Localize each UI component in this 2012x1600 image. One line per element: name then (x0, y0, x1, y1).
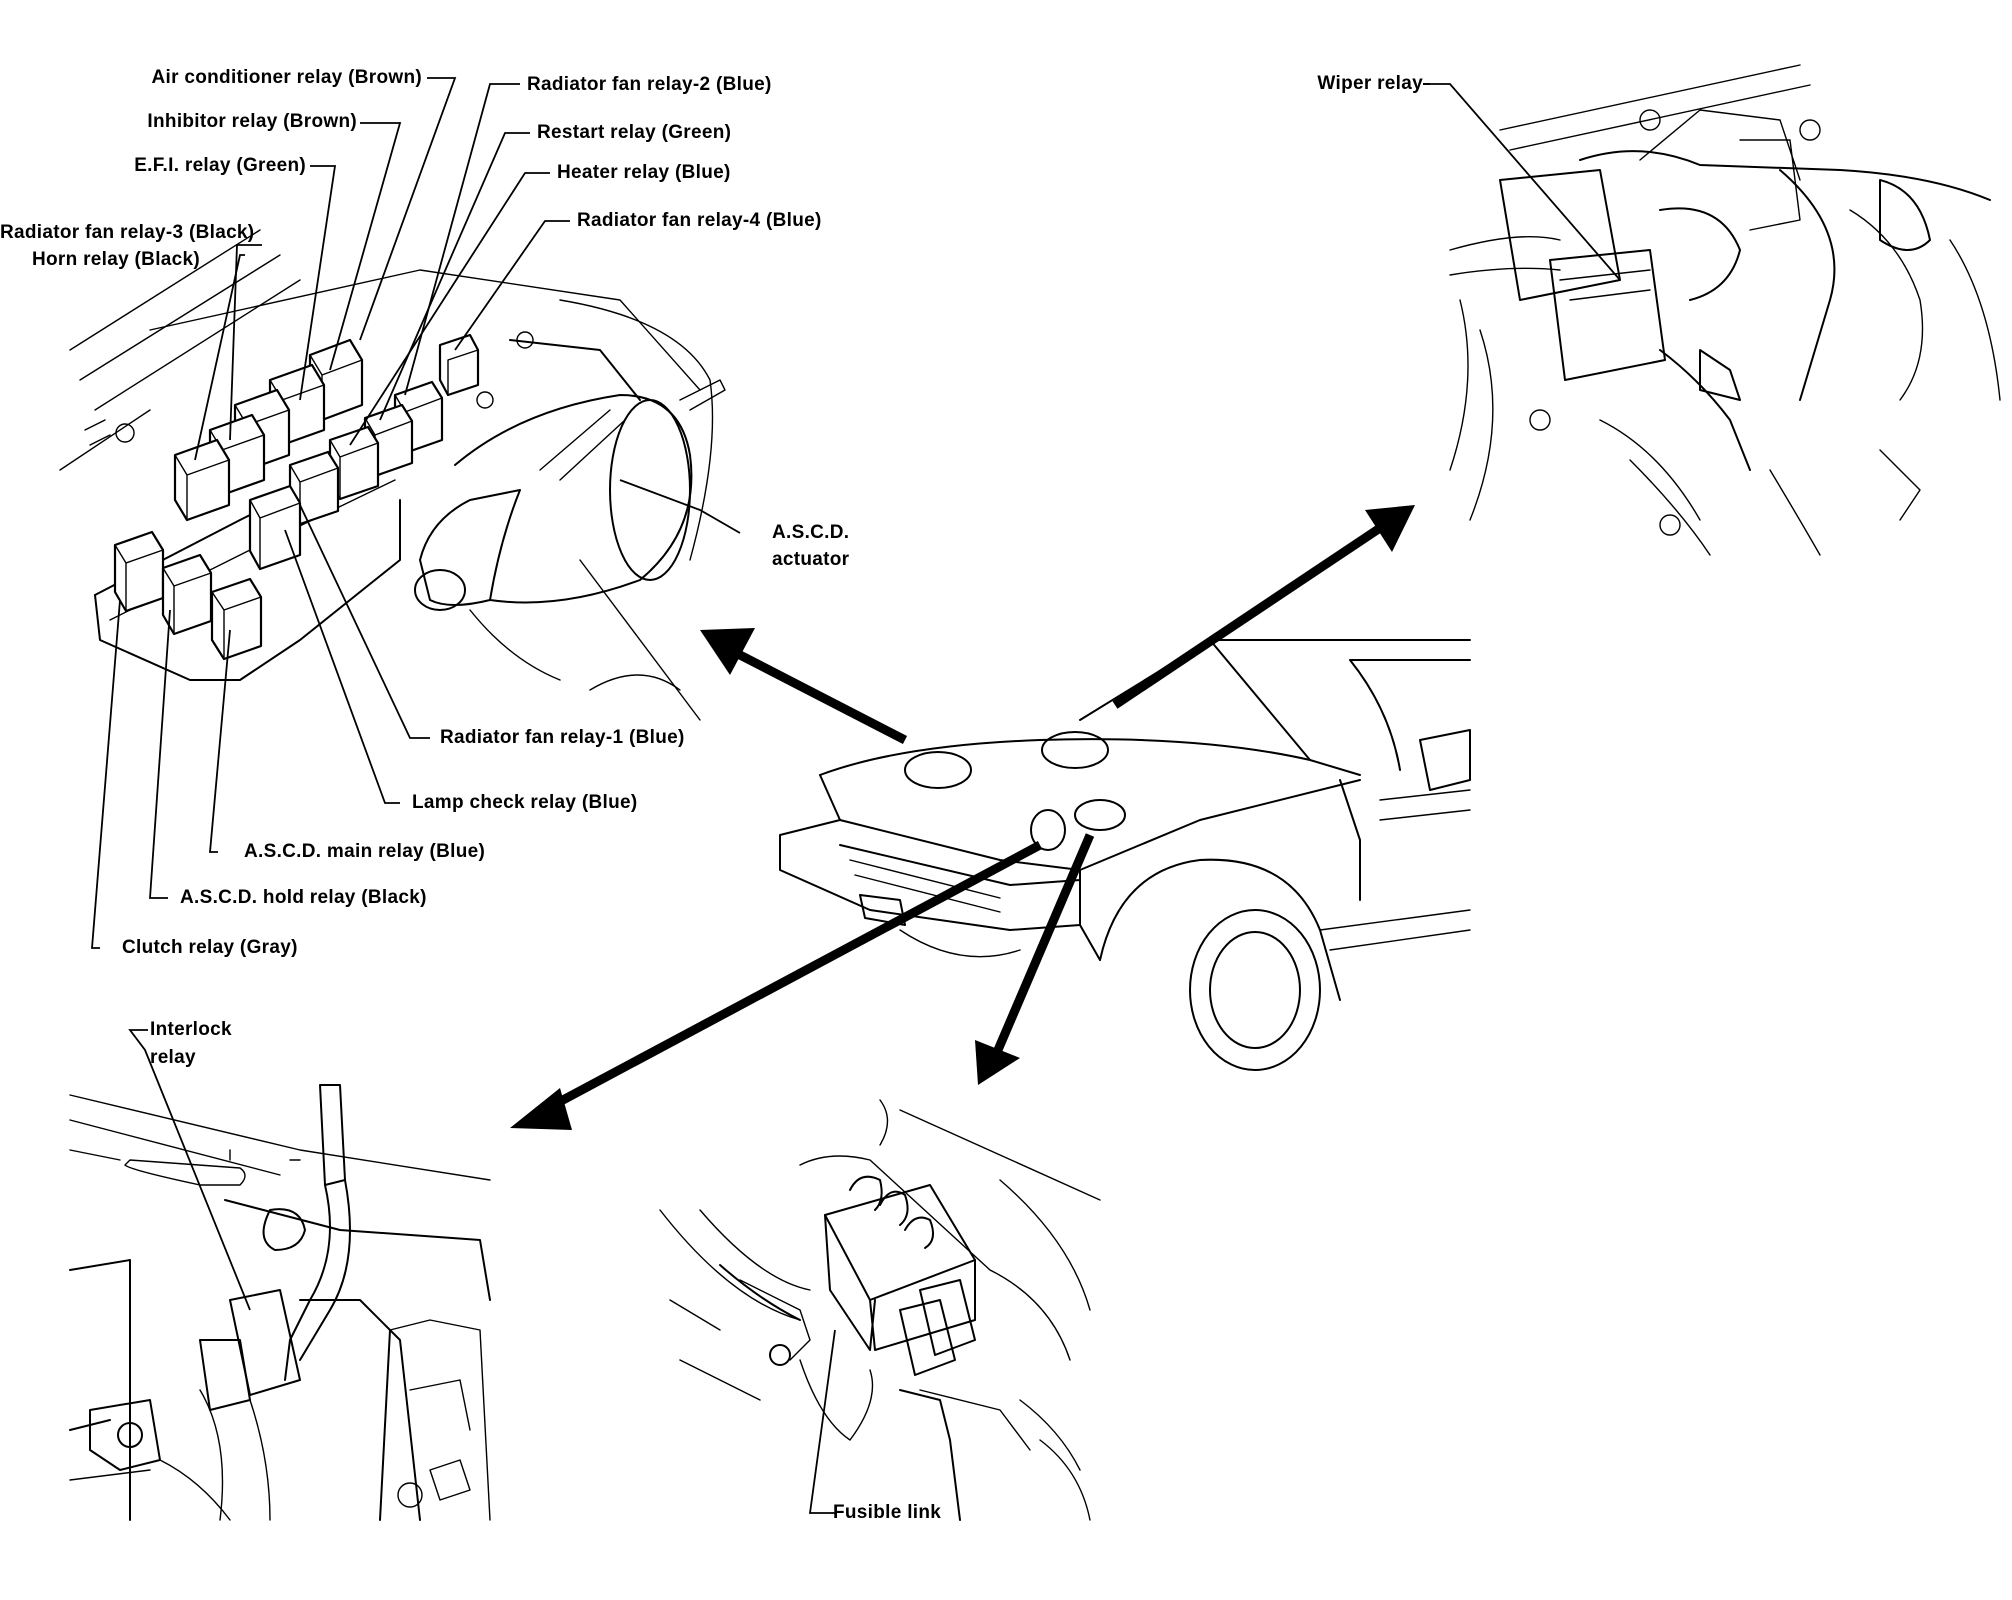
label-lamp-check-relay: Lamp check relay (Blue) (412, 792, 638, 813)
relay-clutch (113, 530, 165, 613)
ascd-actuator (414, 331, 726, 611)
relay-heater (328, 425, 380, 501)
label-radiator-fan-relay-2: Radiator fan relay-2 (Blue) (527, 74, 772, 95)
label-radiator-fan-relay-4: Radiator fan relay-4 (Blue) (577, 210, 822, 231)
label-inhibitor-relay: Inhibitor relay (Brown) (147, 111, 357, 132)
label-ascd-main-relay: A.S.C.D. main relay (Blue) (244, 841, 486, 862)
label-wiper-relay: Wiper relay (1317, 73, 1423, 94)
label-heater-relay: Heater relay (Blue) (557, 162, 731, 183)
relay-ascd-hold (161, 553, 213, 636)
interlock-relay-view (69, 1029, 491, 1521)
relay-lamp-check (248, 484, 302, 571)
label-restart-relay: Restart relay (Green) (537, 122, 732, 143)
label-radiator-fan-relay-3: Radiator fan relay-3 (Black) (0, 222, 255, 243)
relay-box-view (59, 77, 741, 949)
label-clutch-relay: Clutch relay (Gray) (122, 937, 298, 958)
label-interlock-relay-line1: Interlock (150, 1019, 232, 1040)
label-fusible-link: Fusible link (833, 1502, 942, 1523)
label-ascd-hold-relay: A.S.C.D. hold relay (Black) (180, 887, 427, 908)
label-ascd-actuator-line1: A.S.C.D. (772, 522, 850, 543)
relay-radiator-fan-4 (438, 333, 480, 397)
location-arrows (510, 505, 1415, 1130)
relay-ascd-main (210, 577, 263, 661)
label-horn-relay: Horn relay (Black) (31, 249, 200, 270)
wiper-relay-view (1423, 64, 2001, 556)
relay-horn (173, 438, 231, 522)
fusible-link-view (659, 1099, 1101, 1521)
car-outline (779, 639, 1471, 1071)
label-efi-relay: E.F.I. relay (Green) (134, 155, 306, 176)
label-air-conditioner-relay: Air conditioner relay (Brown) (151, 67, 422, 88)
label-radiator-fan-relay-1: Radiator fan relay-1 (Blue) (440, 727, 685, 748)
label-interlock-relay-line2: relay (150, 1047, 196, 1068)
label-ascd-actuator-line2: actuator (772, 549, 850, 570)
